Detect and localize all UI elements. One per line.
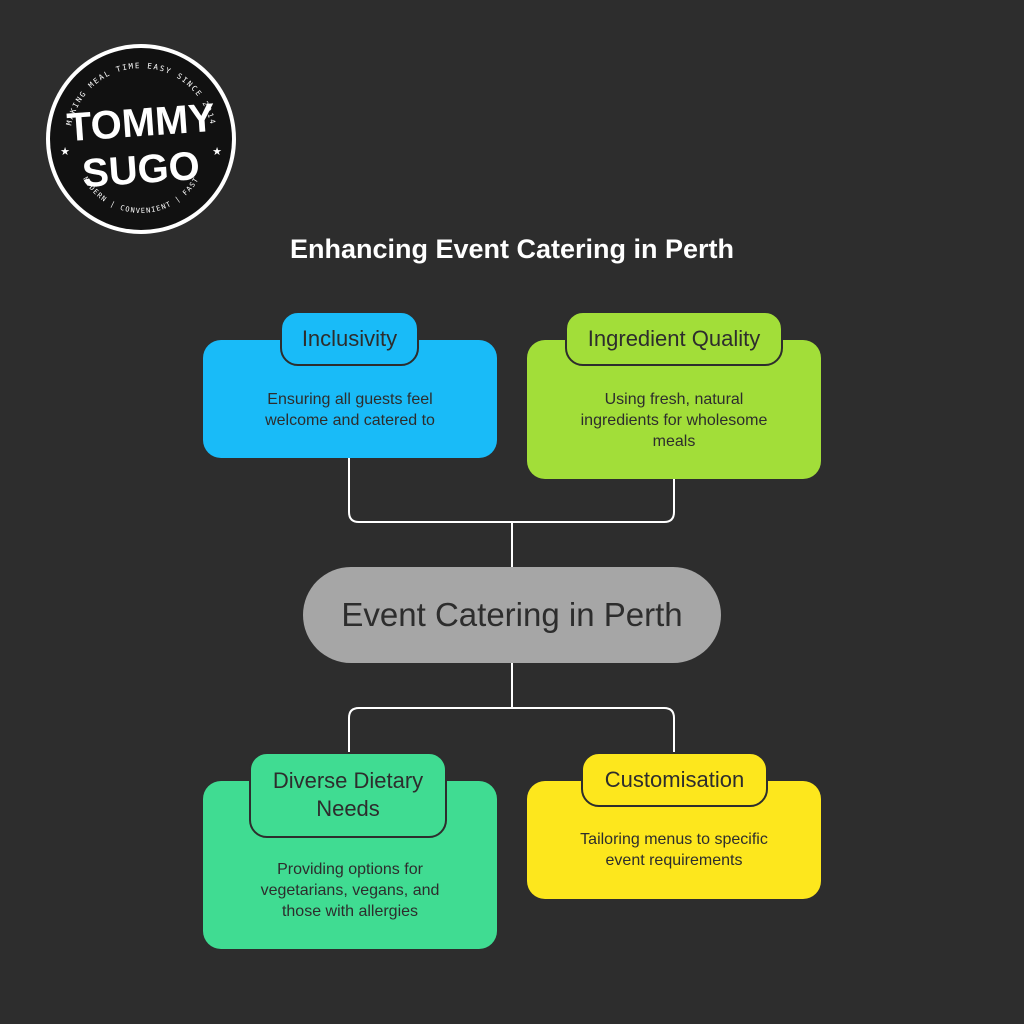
tag-customisation: Customisation [581,752,768,807]
card-ingredient-quality-description: Using fresh, natural ingredients for who… [580,391,768,450]
tag-ingredient-quality: Ingredient Quality [565,311,783,366]
page-title: Enhancing Event Catering in Perth [289,234,735,264]
card-customisation-description: Tailoring menus to specific event requir… [580,831,768,869]
card-diverse-dietary-needs-description: Providing options for vegetarians, vegan… [260,861,440,920]
center-node: Event Catering in Perth [303,567,721,663]
tag-inclusivity: Inclusivity [280,311,419,366]
tommy-sugo-logo: MAKING MEAL TIME EASY SINCE 2014 MODERN … [46,44,236,234]
logo-star-right: ★ [212,146,222,158]
svg-text:SUGO: SUGO [81,144,202,196]
card-inclusivity-description: Ensuring all guests feel welcome and cat… [265,391,435,429]
svg-text:TOMMY: TOMMY [66,96,217,150]
logo-star-left: ★ [60,146,70,158]
connector-bottom [348,707,675,752]
tag-diverse-dietary-needs: Diverse Dietary Needs [249,752,447,838]
